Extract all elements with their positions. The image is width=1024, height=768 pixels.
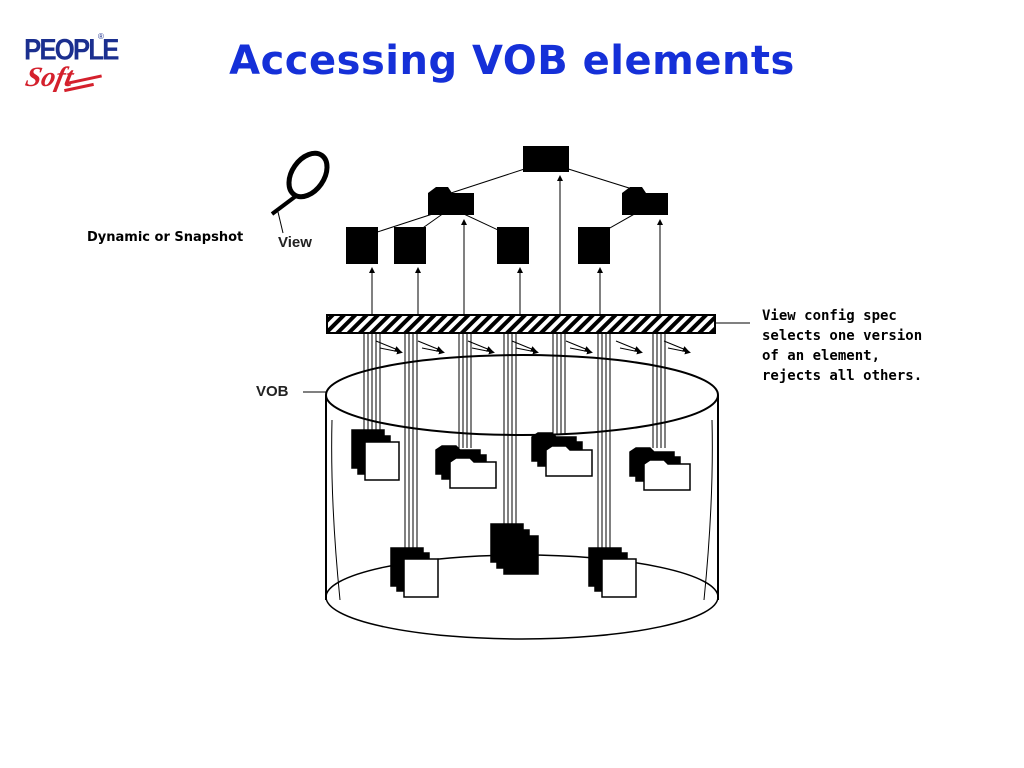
file-icon [578,227,610,264]
file-stack-icon [490,523,539,575]
folder-icon [523,146,569,172]
rejected-arrows [375,340,691,355]
view-tree-lines [361,161,646,238]
view-files [346,227,610,264]
file-icon [497,227,529,264]
file-stack-icon [351,429,400,481]
file-icon [346,227,378,264]
dynamic-or-snapshot-label: Dynamic or Snapshot [87,230,244,245]
config-spec-description: View config spec selects one version of … [762,308,923,384]
logo-registered-mark: ® [98,32,104,41]
file-stack-icon [629,447,691,491]
selection-arrows [369,175,663,314]
folder-icon [428,187,474,215]
magnifier-icon [270,150,330,234]
vob-connection-lines [363,333,666,548]
file-stack-icon [531,432,593,477]
logo-people-text: PEOPLE [24,32,119,67]
file-icon [394,227,426,264]
page-title: Accessing VOB elements [229,38,795,84]
vob-cylinder [325,354,719,640]
folder-icon [622,187,668,215]
vob-label: VOB [256,383,289,400]
view-folders [428,146,668,215]
file-stack-icon [390,547,439,598]
view-label: View [278,234,312,251]
file-stack-icon [588,547,637,598]
file-stack-icon [435,445,497,489]
peoplesoft-logo: PEOPLE ® Soft [20,30,120,100]
config-spec-bar [326,314,716,334]
